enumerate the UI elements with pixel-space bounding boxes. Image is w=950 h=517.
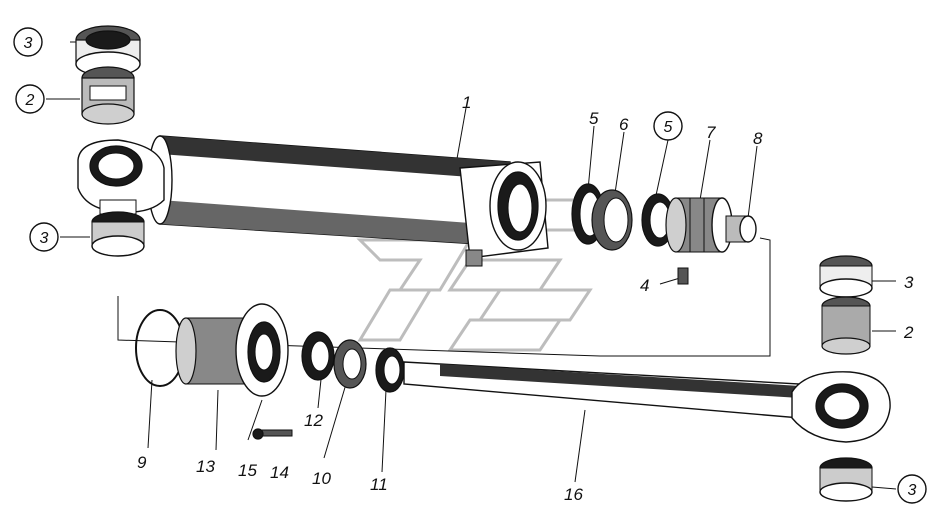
label-11: 11 [370,475,388,494]
cylinder-head-13 [175,303,289,397]
label-14: 14 [270,463,289,482]
wiper-11 [375,347,405,393]
spherical-bearing-right [821,296,871,355]
cylinder-barrel [77,135,549,267]
bolt-14-washer-15 [252,428,293,440]
svg-text:3: 3 [908,482,917,499]
label-1: 1 [462,93,471,112]
svg-text:2: 2 [25,92,35,109]
piston-7 [665,197,733,253]
label-5a: 5 [589,109,599,128]
leader-lines [46,41,897,490]
callout-3d: 3 [897,474,927,504]
spherical-bearing-top [81,66,135,125]
callout-2a: 2 [15,84,45,114]
label-15: 15 [238,461,257,480]
bushing-lower-left [91,211,145,257]
callout-5b: 5 [653,111,683,141]
ring-10 [333,339,367,389]
label-7: 7 [706,123,716,142]
callout-3b: 3 [29,222,59,252]
label-4: 4 [640,276,649,295]
svg-text:3: 3 [24,35,33,52]
set-screw-4 [677,267,689,285]
guide-ring-6 [591,189,633,251]
callout-3a: 3 [13,27,43,57]
ring-12 [301,331,335,381]
bushing-right-bottom [819,457,873,502]
bushing-top [75,25,141,77]
bushing-right-top [819,255,873,298]
svg-text:5: 5 [664,119,673,136]
svg-text:3: 3 [40,230,49,247]
label-13: 13 [196,457,215,476]
label-10: 10 [312,469,331,488]
label-12: 12 [304,411,323,430]
piston-rod-16 [403,361,891,443]
label-8: 8 [753,129,763,148]
piston-nut-8 [725,215,757,243]
label-6: 6 [619,115,629,134]
label-9: 9 [137,453,147,472]
label-16: 16 [564,485,583,504]
label-2b: 2 [903,323,914,342]
label-3c: 3 [904,273,914,292]
